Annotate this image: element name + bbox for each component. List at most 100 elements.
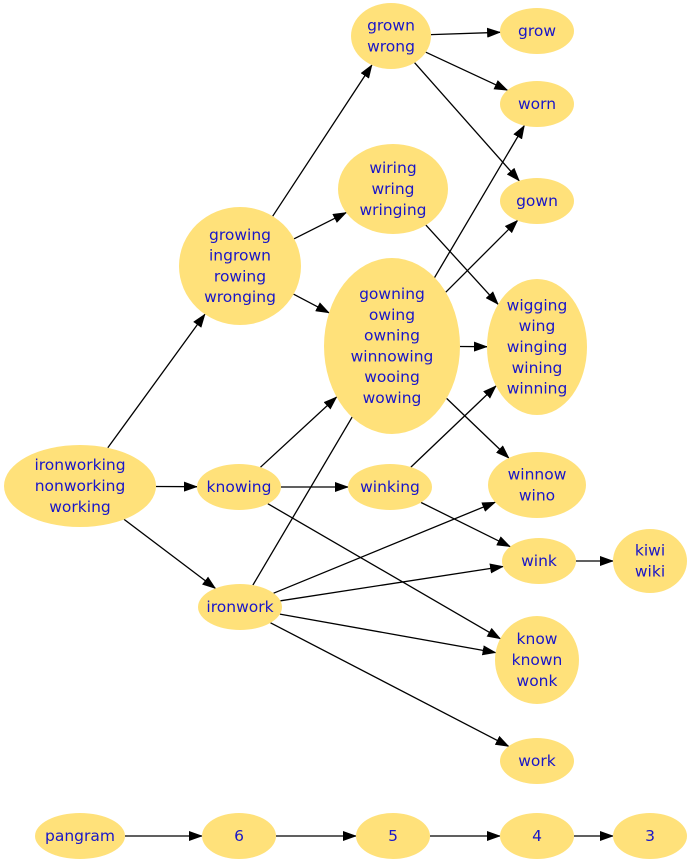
node-ellipse	[488, 452, 586, 518]
edge-ironwork-to-know	[279, 613, 497, 656]
node-grow: grow	[500, 8, 574, 54]
node-label: wooing	[364, 368, 420, 386]
node-ellipse	[495, 616, 579, 704]
node-n5: 5	[356, 813, 430, 859]
node-ellipse	[613, 813, 687, 859]
node-label: winking	[360, 478, 420, 496]
node-ellipse	[500, 8, 574, 54]
node-label: working	[49, 498, 110, 516]
node-n3: 3	[613, 813, 687, 859]
node-label: growing	[209, 226, 271, 244]
node-ellipse	[35, 813, 125, 859]
node-label: wonk	[517, 672, 558, 690]
edge-ironworking-to-growing	[107, 313, 206, 449]
node-ellipse	[502, 538, 576, 584]
node-label: wronging	[204, 288, 276, 306]
node-label: winning	[507, 380, 568, 398]
edge-ironworking-to-ironwork	[123, 518, 217, 590]
node-ellipse	[324, 258, 460, 434]
node-label: ingrown	[209, 247, 271, 265]
node-n4: 4	[500, 813, 574, 859]
node-label: wrong	[367, 37, 415, 55]
edge-knowing-to-know	[267, 503, 502, 640]
node-label: owing	[369, 306, 415, 324]
node-label: rowing	[214, 267, 266, 285]
node-ellipse	[202, 813, 276, 859]
node-ellipse	[198, 584, 282, 630]
node-growing: growing ingrown rowing wronging	[179, 207, 301, 325]
node-ellipse	[351, 3, 431, 69]
edge-wiring-to-wigging	[425, 224, 499, 306]
node-ellipse	[348, 464, 432, 510]
node-label: know	[517, 630, 558, 648]
node-ellipse	[500, 178, 574, 224]
node-label: known	[512, 651, 563, 669]
node-label: winnow	[508, 466, 567, 484]
node-gown: gown	[500, 178, 574, 224]
node-wink: wink	[502, 538, 576, 584]
node-label: ironworking	[34, 456, 125, 474]
edge-gowning-to-winnow	[446, 397, 510, 459]
node-ellipse	[338, 144, 448, 234]
edge-grown-wrong-to-gown	[414, 62, 520, 182]
node-knowing: knowing	[197, 464, 281, 510]
node-label: wino	[519, 486, 555, 504]
edge-grown-wrong-to-grow	[430, 27, 502, 38]
node-label: work	[518, 752, 556, 770]
node-label: 3	[645, 827, 655, 845]
node-know: know known wonk	[495, 616, 579, 704]
node-label: 5	[388, 827, 398, 845]
edge-gowning-to-gown	[445, 219, 519, 293]
node-label: wink	[521, 552, 557, 570]
node-pangram: pangram	[35, 813, 125, 859]
node-label: wing	[519, 317, 556, 335]
edge-winking-to-wigging	[410, 385, 497, 468]
node-label: 6	[234, 827, 244, 845]
node-label: wiring	[369, 159, 416, 177]
node-grown-wrong: grown wrong	[351, 3, 431, 69]
node-ellipse	[4, 445, 156, 527]
node-label: nonworking	[35, 477, 126, 495]
node-ellipse	[197, 464, 281, 510]
node-label: wining	[512, 359, 563, 377]
node-ironworking: ironworking nonworking working	[4, 445, 156, 527]
edge-ironwork-to-winnow	[273, 501, 497, 594]
edge-grown-wrong-to-worn	[425, 51, 509, 91]
node-ellipse	[179, 207, 301, 325]
node-work: work	[500, 738, 574, 784]
node-label: wring	[371, 180, 414, 198]
node-ironwork: ironwork	[198, 584, 282, 630]
node-label: winnowing	[351, 347, 434, 365]
node-label: knowing	[207, 478, 272, 496]
edge-growing-to-gowning	[293, 293, 330, 314]
node-label: pangram	[45, 827, 115, 845]
node-ellipse	[500, 81, 574, 127]
node-worn: worn	[500, 81, 574, 127]
node-label: worn	[518, 95, 556, 113]
node-label: wringing	[360, 201, 427, 219]
node-label: owning	[364, 327, 420, 345]
node-label: wowing	[363, 389, 422, 407]
node-label: wigging	[507, 296, 568, 314]
node-winnow: winnow wino	[488, 452, 586, 518]
edge-ironwork-to-wink	[280, 563, 505, 602]
node-label: grown	[367, 17, 415, 35]
node-label: gown	[516, 192, 558, 210]
node-label: kiwi	[635, 542, 665, 560]
node-ellipse	[500, 813, 574, 859]
node-ellipse	[613, 529, 687, 593]
node-winking: winking	[348, 464, 432, 510]
edge-ironwork-to-work	[270, 622, 510, 747]
node-label: gowning	[359, 285, 425, 303]
edge-knowing-to-gowning	[260, 396, 338, 468]
node-wiring: wiring wring wringing	[338, 144, 448, 234]
node-label: ironwork	[206, 598, 273, 616]
edge-winking-to-wink	[420, 501, 511, 548]
node-n6: 6	[202, 813, 276, 859]
edge-growing-to-wiring	[293, 212, 348, 240]
node-label: 4	[532, 827, 542, 845]
